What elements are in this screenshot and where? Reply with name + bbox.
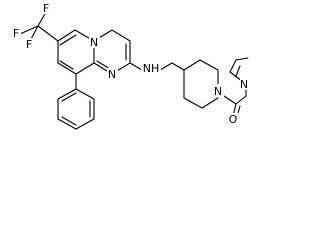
atom-f-top: F — [43, 2, 49, 15]
bond-piperidine — [201, 97, 219, 109]
bond-piperidine — [199, 59, 219, 71]
bond-ring-inner — [96, 60, 111, 70]
bond-cf3-f-top — [37, 11, 47, 27]
bond-phenyl — [75, 88, 95, 100]
atom-o-carbonyl: O — [229, 113, 238, 126]
bond-ring — [111, 29, 131, 42]
bond-piperidine — [183, 97, 203, 109]
bond-phenyl-inner — [61, 116, 77, 126]
bond-ch2-piperidine — [171, 62, 185, 71]
atom-n-naphthyridine-upper: N — [90, 36, 98, 49]
bond-ring-inner — [59, 60, 74, 70]
atom-n-pyrrole: N — [240, 78, 248, 91]
atom-n-naphthyridine-lower: N — [108, 68, 116, 81]
bond-ring-nh — [129, 62, 143, 71]
atom-f-left: F — [13, 27, 19, 40]
bond-pyrrole-inner — [235, 65, 241, 77]
bond-pyrrole — [235, 57, 249, 61]
molecule-drawing: F F F N N NH N O N — [11, 2, 249, 130]
bond-phenyl — [57, 88, 77, 100]
atom-f-bottom: F — [26, 38, 32, 51]
bond-ring — [57, 29, 76, 42]
bond-nh-ch2 — [159, 62, 173, 71]
bond-cf3-f-left — [19, 25, 39, 35]
bond-cf3-ring — [37, 25, 59, 42]
atom-n-piperidine: N — [214, 85, 222, 98]
bond-phenyl — [75, 118, 95, 130]
bond-piperidine — [183, 59, 201, 71]
bond-ring — [57, 62, 77, 75]
bond-n-carbonyl — [223, 95, 237, 105]
bond-pyrrole — [229, 59, 237, 73]
atom-nh-linker: NH — [143, 62, 160, 75]
chemical-structure: F F F N N NH N O N — [0, 0, 249, 133]
bond-phenyl-inner — [61, 92, 77, 102]
bond-ring — [75, 62, 95, 75]
bond-phenyl — [57, 118, 77, 130]
bond-ring-inner — [59, 34, 77, 46]
bond-carbonyl-pyrrole — [235, 95, 247, 105]
bond-lines — [19, 11, 249, 130]
atom-labels: F F F N N NH N O N — [11, 2, 249, 126]
